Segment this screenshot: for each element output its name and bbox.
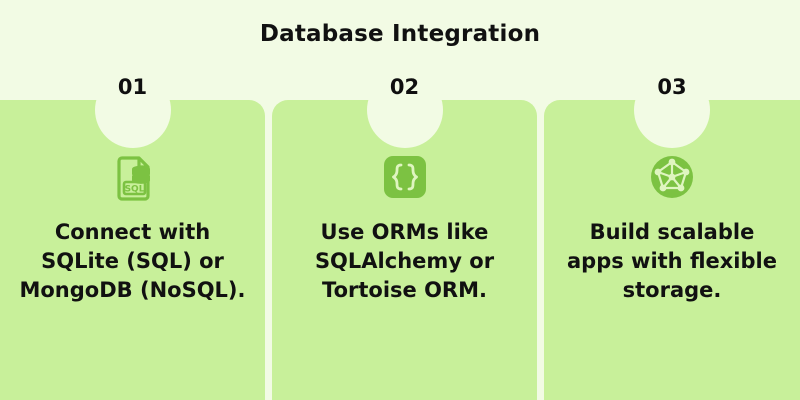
page-title: Database Integration	[259, 21, 541, 47]
network-graph-icon	[544, 150, 800, 204]
step-number-3: 03	[657, 75, 687, 99]
step-card-2[interactable]: 02 Use ORMs like SQLAlchemy or Tortoise …	[272, 72, 537, 400]
step-description-3: Build scalable apps with flexible storag…	[567, 220, 777, 302]
svg-text:SQL: SQL	[124, 184, 144, 194]
curly-braces-code-icon	[272, 150, 537, 204]
step-card-3[interactable]: 03 Build scalable apps with	[544, 72, 800, 400]
number-notch	[366, 72, 443, 148]
cards-row: 01 SQL Connect with SQLite (SQL) or Mong…	[0, 72, 800, 400]
step-number-1: 01	[117, 75, 148, 99]
number-notch	[94, 72, 171, 148]
step-card-1[interactable]: 01 SQL Connect with SQLite (SQL) or Mong…	[0, 72, 265, 400]
sql-file-database-icon: SQL	[0, 150, 265, 204]
number-notch	[634, 72, 710, 148]
step-number-2: 02	[389, 75, 420, 99]
step-description-1: Connect with SQLite (SQL) or MongoDB (No…	[19, 220, 246, 302]
step-description-2: Use ORMs like SQLAlchemy or Tortoise ORM…	[314, 220, 495, 302]
